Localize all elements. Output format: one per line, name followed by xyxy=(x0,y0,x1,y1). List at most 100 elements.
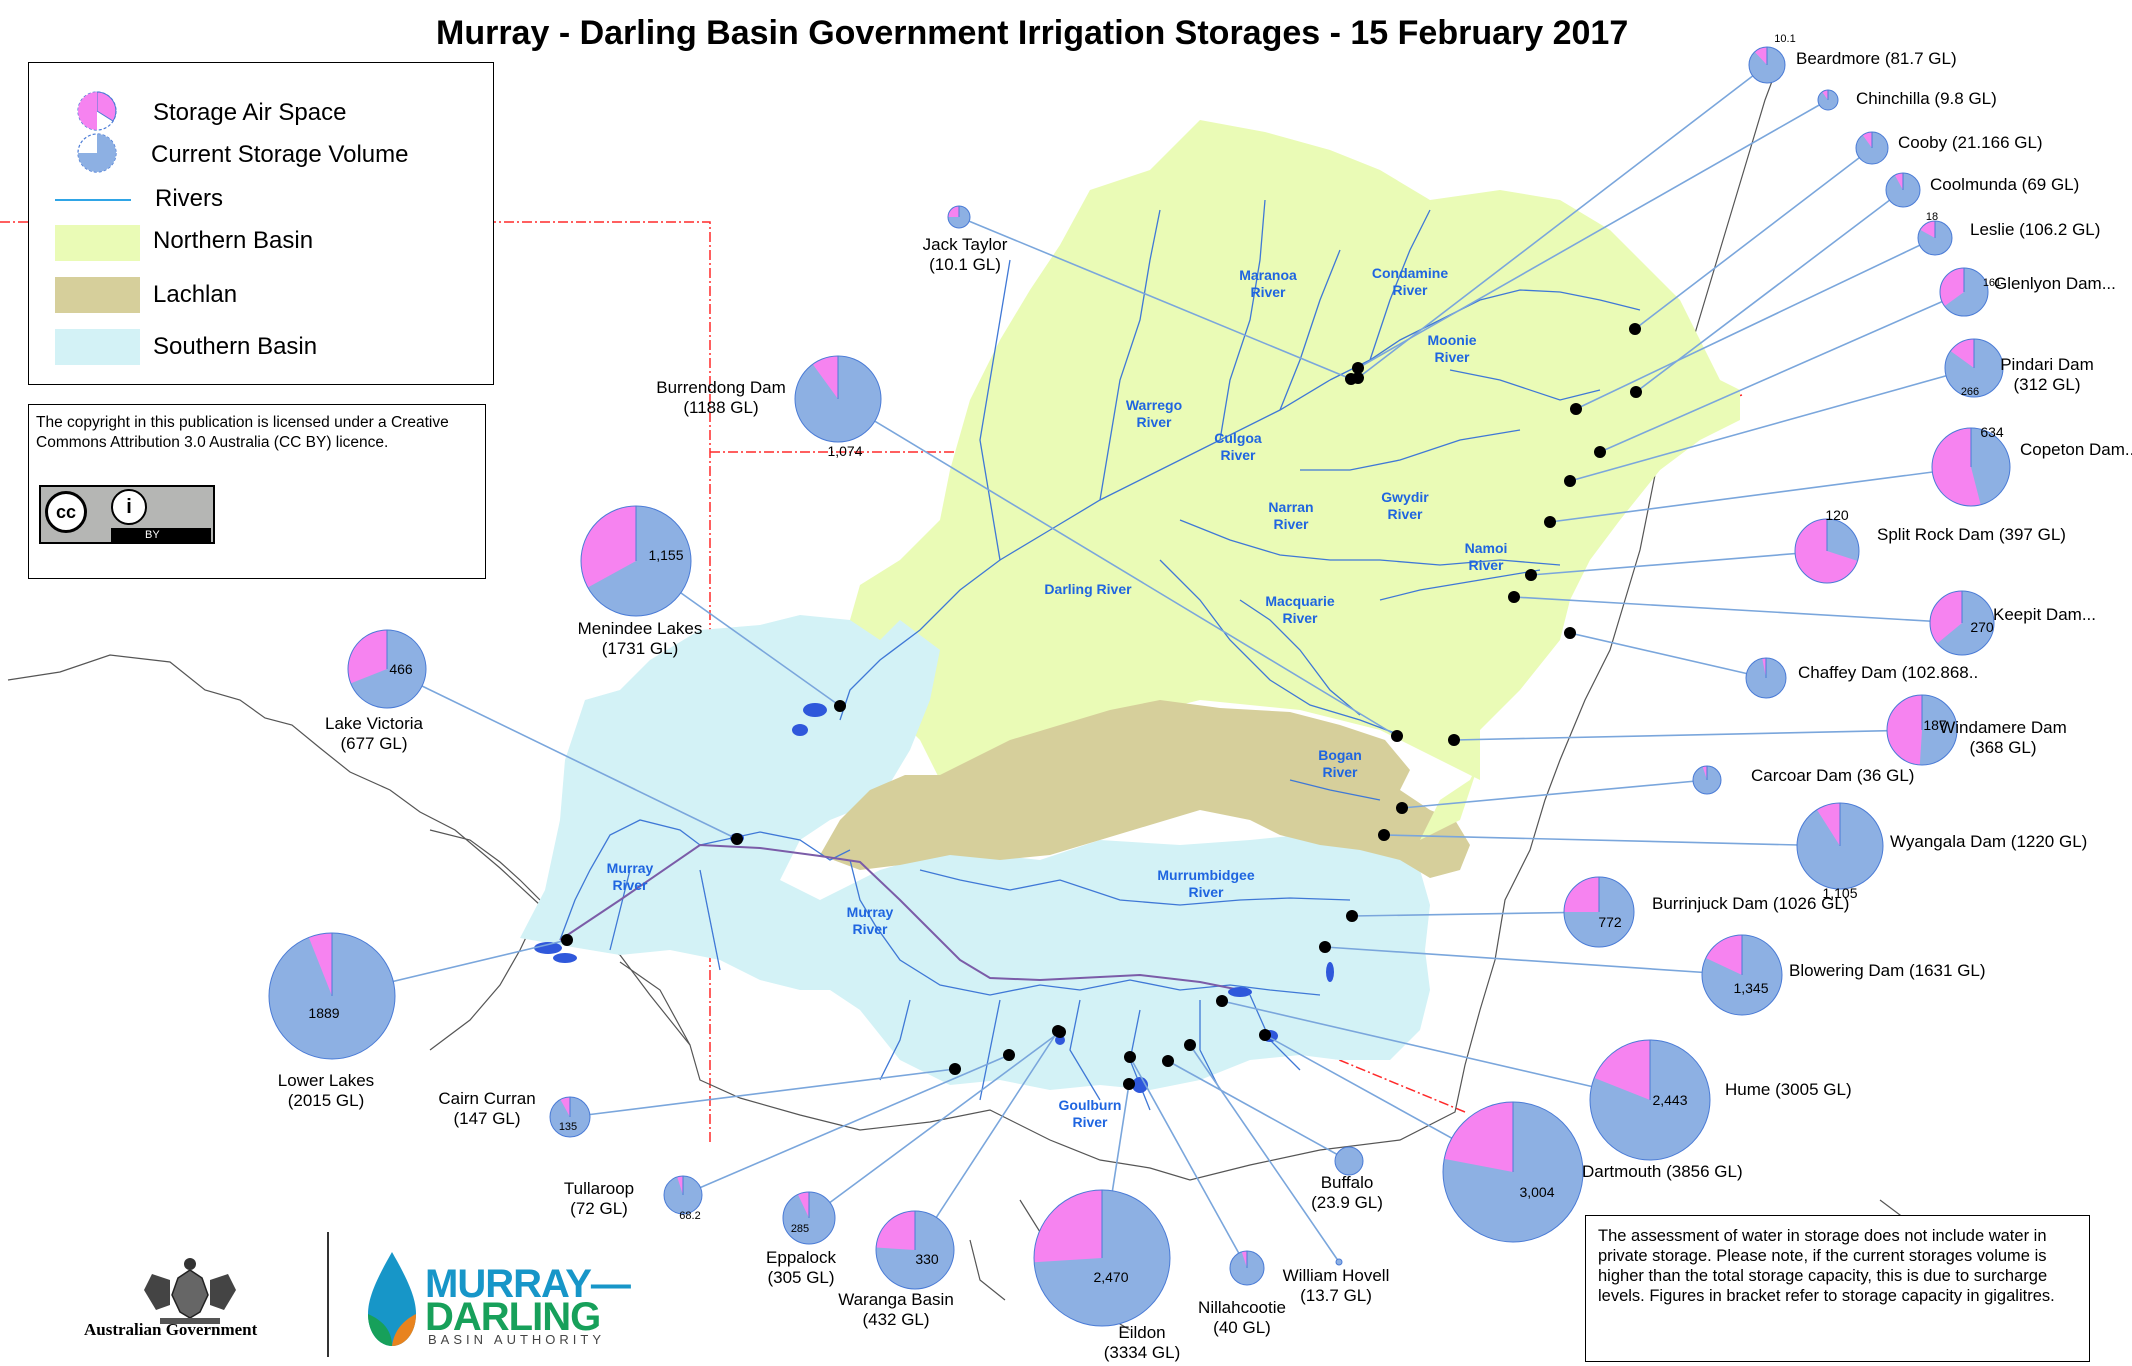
storage-pie[interactable] xyxy=(1589,1039,1711,1161)
dam-location-dot[interactable] xyxy=(1162,1055,1174,1067)
storage-volume-label: 2,443 xyxy=(1652,1092,1687,1108)
storage-pie[interactable] xyxy=(1692,765,1722,795)
dam-location-dot[interactable] xyxy=(1124,1051,1136,1063)
storage-pie[interactable] xyxy=(1929,590,1995,656)
dam-location-dot[interactable] xyxy=(949,1063,961,1075)
dam-location-dot[interactable] xyxy=(1570,403,1582,415)
northern-basin xyxy=(850,120,1740,780)
storage-pie[interactable] xyxy=(1917,220,1953,256)
dam-location-dot[interactable] xyxy=(1396,802,1408,814)
dam-location-dot[interactable] xyxy=(1184,1039,1196,1051)
storage-name-label: Wyangala Dam (1220 GL) xyxy=(1890,832,2087,851)
storage-pie[interactable] xyxy=(782,1191,836,1245)
storage-pie[interactable] xyxy=(268,932,396,1060)
storage-pie[interactable] xyxy=(1033,1189,1171,1327)
air-space-slice xyxy=(1940,268,1964,307)
dam-location-dot[interactable] xyxy=(1564,627,1576,639)
storage-pie[interactable] xyxy=(1931,427,2011,507)
cc-by-badge[interactable]: cc i BY xyxy=(39,485,215,544)
storage-volume-label: 2,470 xyxy=(1093,1269,1128,1285)
storage-volume-label: 68.2 xyxy=(679,1210,700,1222)
dam-location-dot[interactable] xyxy=(1378,829,1390,841)
storage-leader-line xyxy=(837,398,1398,737)
air-space-slice xyxy=(1822,90,1828,100)
dam-location-dot[interactable] xyxy=(1003,1049,1015,1061)
air-space-slice xyxy=(1564,877,1599,912)
air-space-slice xyxy=(560,1097,570,1117)
storage-pie[interactable] xyxy=(549,1096,591,1138)
storage-leader-line xyxy=(1634,147,1873,330)
storage-pie[interactable] xyxy=(1855,131,1889,165)
storage-name-label: Chaffey Dam (102.868.. xyxy=(1798,663,1978,682)
storage-pie[interactable] xyxy=(947,205,971,229)
storage-pie[interactable] xyxy=(1745,657,1787,699)
storage-pie[interactable] xyxy=(1563,876,1635,948)
dam-location-dot[interactable] xyxy=(1319,941,1331,953)
dam-location-dot[interactable] xyxy=(1259,1029,1271,1041)
storage-pie[interactable] xyxy=(1817,89,1839,111)
storage-pie[interactable] xyxy=(1885,172,1921,208)
storage-name-label: Beardmore (81.7 GL) xyxy=(1796,49,1957,68)
dam-location-dot[interactable] xyxy=(1216,995,1228,1007)
dam-location-dot[interactable] xyxy=(1525,569,1537,581)
air-space-slice xyxy=(1702,766,1707,780)
storage-pie[interactable] xyxy=(663,1175,703,1215)
storage-pie[interactable] xyxy=(794,355,882,443)
storage-pie[interactable] xyxy=(580,505,692,617)
storage-name-label: Burrendong Dam(1188 GL) xyxy=(656,378,785,417)
storage-volume-label: 18 xyxy=(1926,211,1938,223)
dam-location-dot[interactable] xyxy=(1630,386,1642,398)
storage-pie[interactable] xyxy=(1334,1146,1364,1176)
dam-location-dot[interactable] xyxy=(1508,591,1520,603)
dam-location-dot[interactable] xyxy=(1123,1078,1135,1090)
dam-location-dot[interactable] xyxy=(731,833,743,845)
legend-symbols xyxy=(55,91,140,365)
storage-pie[interactable] xyxy=(1701,934,1783,1016)
dam-location-dot[interactable] xyxy=(1564,475,1576,487)
dam-location-dot[interactable] xyxy=(1346,910,1358,922)
storage-name-label: Hume (3005 GL) xyxy=(1725,1080,1852,1099)
dam-location-dot[interactable] xyxy=(1448,734,1460,746)
dam-location-dot[interactable] xyxy=(1052,1025,1064,1037)
storage-pie[interactable] xyxy=(1886,694,1958,766)
dam-location-dot[interactable] xyxy=(1391,730,1403,742)
storage-pie[interactable] xyxy=(1335,1258,1343,1266)
air-space-slice xyxy=(1241,1251,1247,1268)
dam-location-dot[interactable] xyxy=(561,934,573,946)
lachlan-basin xyxy=(820,700,1470,878)
dam-location-dot[interactable] xyxy=(834,700,846,712)
air-space-pie-icon xyxy=(77,91,117,131)
air-space-slice xyxy=(1950,339,1974,368)
dam-location-dot[interactable] xyxy=(1544,516,1556,528)
storage-pie[interactable] xyxy=(347,629,427,709)
storage-pie[interactable] xyxy=(1944,338,2004,398)
copyright-text: The copyright in this publication is lic… xyxy=(36,414,449,451)
storage-pie[interactable] xyxy=(1748,46,1786,84)
storage-pie[interactable] xyxy=(1939,267,1989,317)
northern-basin-east-lobe xyxy=(1420,760,1480,840)
legend-lachlan-label: Lachlan xyxy=(153,281,238,308)
storage-volume-label: 10.1 xyxy=(1774,33,1795,45)
storage-pie[interactable] xyxy=(1794,518,1860,584)
dam-location-dot[interactable] xyxy=(1594,446,1606,458)
storage-pie[interactable] xyxy=(1796,802,1884,890)
storage-pie[interactable] xyxy=(1442,1101,1584,1243)
storage-pie[interactable] xyxy=(875,1210,955,1290)
dam-location-dot[interactable] xyxy=(1352,362,1364,374)
storage-leader-line xyxy=(1569,367,1975,482)
storage-leader-line xyxy=(682,1054,1010,1196)
volume-slice xyxy=(1334,1146,1364,1176)
storage-leader-line xyxy=(1167,1060,1350,1162)
storage-leader-line xyxy=(1189,1044,1340,1263)
storage-name-label: Cairn Curran(147 GL) xyxy=(438,1089,535,1128)
storage-name-label: Chinchilla (9.8 GL) xyxy=(1856,89,1997,108)
dam-location-dot[interactable] xyxy=(1629,323,1641,335)
storage-pie[interactable] xyxy=(1229,1250,1265,1286)
storage-leader-line xyxy=(914,1030,1059,1251)
dam-location-dot[interactable] xyxy=(1345,373,1357,385)
